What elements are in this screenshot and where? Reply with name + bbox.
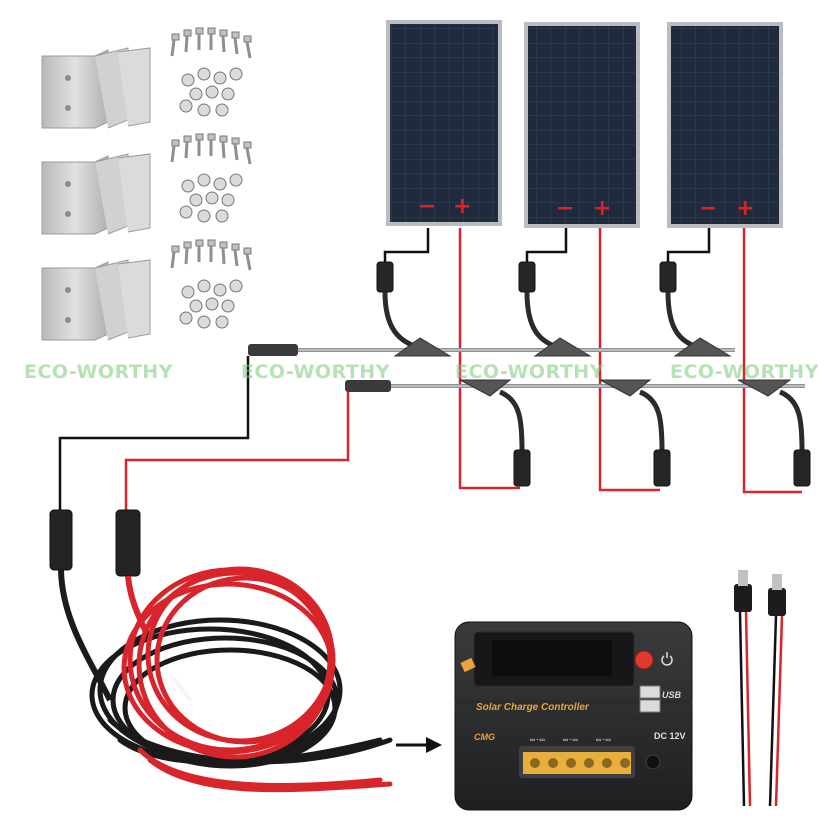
watermark-text: ECO-WORTHY bbox=[24, 361, 173, 383]
main-negative-lead bbox=[58, 356, 250, 510]
panel-3-plus: + bbox=[736, 196, 755, 221]
bolts-and-nuts-3 bbox=[170, 238, 253, 330]
branch-cables-positive bbox=[498, 389, 805, 451]
positive-panel-leads bbox=[458, 228, 802, 494]
svg-text:▭·▭: ▭·▭ bbox=[530, 735, 545, 744]
trunk-cable-positive bbox=[345, 379, 805, 397]
controller-label: Solar Charge Controller bbox=[476, 702, 589, 713]
negative-panel-leads bbox=[383, 228, 711, 262]
solar-panel-3 bbox=[667, 22, 783, 228]
mc4-reel-connectors bbox=[49, 509, 153, 702]
panel-1-minus: − bbox=[418, 194, 437, 219]
mounting-bracket-set-1 bbox=[41, 47, 151, 129]
usb-label: USB bbox=[662, 690, 682, 700]
panel-3-minus: − bbox=[699, 196, 718, 221]
mc4-connectors-negative bbox=[376, 261, 677, 293]
controller-brand: CMG bbox=[474, 732, 495, 742]
branch-cables-negative bbox=[382, 291, 701, 351]
watermark-text: ECO-WORTHY bbox=[670, 361, 819, 383]
panel-2-minus: − bbox=[556, 196, 575, 221]
power-icon bbox=[661, 652, 673, 666]
svg-text:▭·▭: ▭·▭ bbox=[563, 735, 578, 744]
solar-panel-small-icon bbox=[460, 657, 476, 673]
dc-pigtail-cables bbox=[734, 570, 786, 807]
cable-reel bbox=[89, 566, 393, 793]
solar-panel-2 bbox=[524, 22, 640, 228]
main-positive-lead bbox=[124, 392, 350, 510]
red-power-button[interactable] bbox=[634, 650, 654, 670]
solar-panel-1 bbox=[386, 20, 502, 226]
watermark-text: ECO-WORTHY bbox=[241, 361, 390, 383]
bolts-and-nuts-1 bbox=[170, 27, 252, 117]
mounting-bracket-set-2 bbox=[41, 153, 151, 235]
solar-charge-controller: ▭·▭ ▭·▭ ▭·▭ bbox=[454, 621, 693, 811]
watermark-text: ECO-WORTHY bbox=[455, 361, 604, 383]
mounting-bracket-set-3 bbox=[41, 259, 151, 341]
svg-text:▭·▭: ▭·▭ bbox=[596, 735, 611, 744]
panel-2-plus: + bbox=[593, 196, 612, 221]
bolts-and-nuts-2 bbox=[170, 132, 253, 224]
panel-1-plus: + bbox=[453, 194, 472, 219]
arrow-icon bbox=[396, 737, 442, 753]
trunk-cable-negative bbox=[248, 337, 735, 357]
dc-12v-label: DC 12V bbox=[654, 731, 686, 741]
mc4-connectors-positive bbox=[513, 449, 811, 487]
